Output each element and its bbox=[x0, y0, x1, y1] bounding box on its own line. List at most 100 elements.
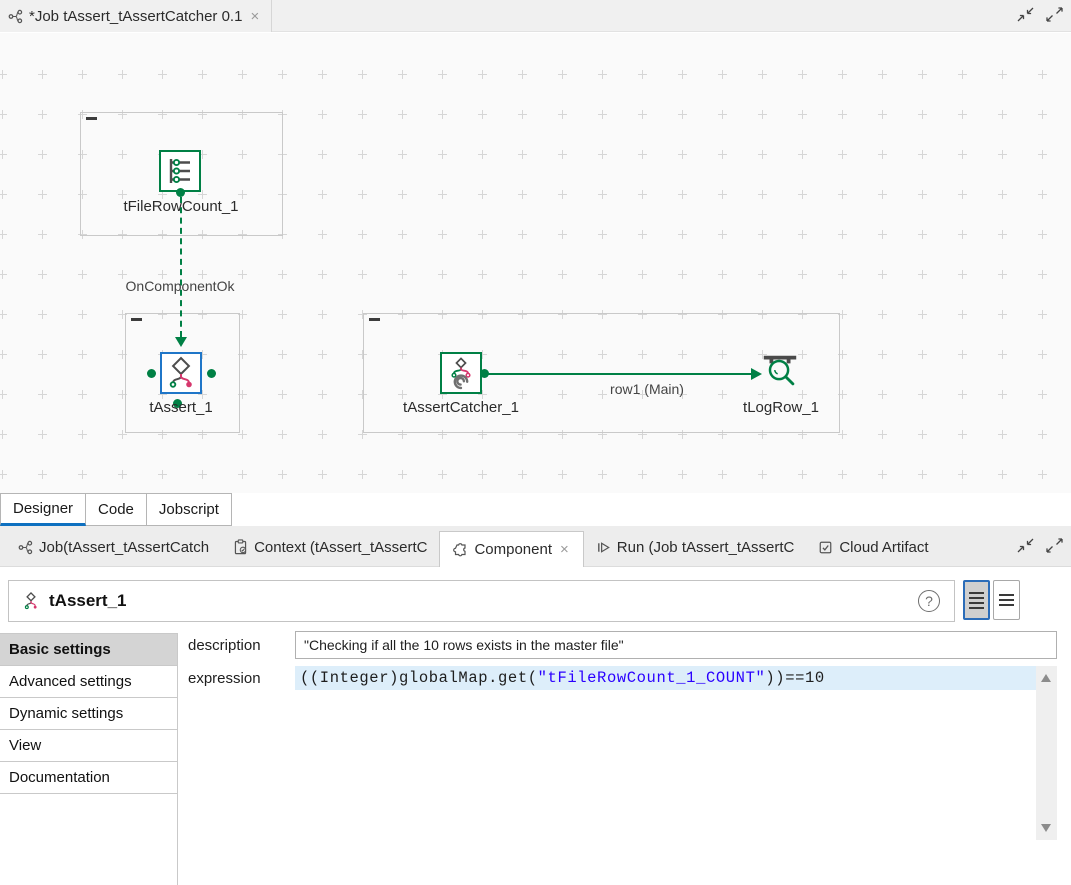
grid-cross bbox=[0, 110, 7, 119]
connector-dot[interactable] bbox=[207, 369, 216, 378]
component-label-tfilerowcount[interactable]: tFileRowCount_1 bbox=[123, 198, 239, 215]
menu-view[interactable]: View bbox=[0, 730, 177, 762]
tab-designer[interactable]: Designer bbox=[0, 493, 87, 526]
description-input[interactable] bbox=[295, 631, 1057, 659]
grid-cross bbox=[198, 310, 207, 319]
grid-cross bbox=[878, 150, 887, 159]
tab-run-view[interactable]: Run (Job tAssert_tAssertC bbox=[584, 527, 807, 567]
connector-dot[interactable] bbox=[173, 399, 182, 408]
tab-component-view[interactable]: Component × bbox=[439, 531, 584, 567]
selection-box-subjob[interactable] bbox=[363, 313, 840, 433]
tab-jobscript[interactable]: Jobscript bbox=[146, 493, 232, 526]
grid-cross bbox=[1038, 430, 1047, 439]
connection-row1[interactable] bbox=[488, 373, 753, 375]
description-label: description bbox=[188, 637, 261, 654]
component-settings-panel: tAssert_1 ? Basic settings Advanced sett… bbox=[0, 567, 1071, 885]
grid-cross bbox=[78, 270, 87, 279]
grid-cross bbox=[478, 470, 487, 479]
scroll-down-icon[interactable] bbox=[1041, 824, 1051, 832]
grid-cross bbox=[518, 390, 527, 399]
collapse-handle-icon[interactable] bbox=[86, 117, 97, 122]
grid-cross bbox=[38, 110, 47, 119]
grid-cross bbox=[518, 430, 527, 439]
tab-cloud-artifact[interactable]: Cloud Artifact bbox=[806, 527, 940, 567]
selection-box-tassert[interactable] bbox=[125, 313, 240, 433]
grid-cross bbox=[158, 230, 167, 239]
grid-cross bbox=[718, 110, 727, 119]
close-icon[interactable]: × bbox=[250, 7, 260, 25]
menu-basic-settings[interactable]: Basic settings bbox=[0, 634, 177, 666]
grid-cross bbox=[318, 190, 327, 199]
restore-icon[interactable] bbox=[1017, 538, 1034, 553]
grid-cross bbox=[918, 470, 927, 479]
menu-advanced-settings[interactable]: Advanced settings bbox=[0, 666, 177, 698]
view-mode-sparse-button[interactable] bbox=[993, 580, 1020, 620]
connector-dot[interactable] bbox=[480, 369, 489, 378]
restore-icon[interactable] bbox=[1017, 7, 1034, 22]
grid-cross bbox=[838, 70, 847, 79]
grid-cross bbox=[598, 70, 607, 79]
grid-cross bbox=[718, 350, 727, 359]
grid-cross bbox=[678, 470, 687, 479]
grid-cross bbox=[718, 70, 727, 79]
grid-cross bbox=[238, 470, 247, 479]
tab-job-view[interactable]: Job(tAssert_tAssertCatch bbox=[6, 527, 221, 567]
grid-cross bbox=[318, 110, 327, 119]
grid-cross bbox=[0, 350, 7, 359]
grid-cross bbox=[78, 70, 87, 79]
grid-cross bbox=[918, 430, 927, 439]
connection-oncomponentok[interactable] bbox=[180, 197, 182, 337]
help-icon[interactable]: ? bbox=[918, 590, 940, 612]
component-tfilerowcount[interactable] bbox=[159, 150, 201, 192]
grid-cross bbox=[558, 190, 567, 199]
menu-dynamic-settings[interactable]: Dynamic settings bbox=[0, 698, 177, 730]
grid-cross bbox=[558, 230, 567, 239]
grid-cross bbox=[638, 230, 647, 239]
grid-cross bbox=[318, 270, 327, 279]
connection-label-oncomponentok[interactable]: OnComponentOk bbox=[125, 278, 235, 294]
grid-cross bbox=[78, 470, 87, 479]
expression-scrollbar[interactable] bbox=[1036, 666, 1057, 840]
menu-documentation[interactable]: Documentation bbox=[0, 762, 177, 794]
grid-cross bbox=[838, 150, 847, 159]
grid-cross bbox=[398, 150, 407, 159]
tab-code[interactable]: Code bbox=[86, 493, 147, 526]
editor-window-controls bbox=[1017, 7, 1063, 22]
component-tassert[interactable] bbox=[160, 352, 202, 394]
maximize-icon[interactable] bbox=[1046, 7, 1063, 22]
grid-cross bbox=[718, 230, 727, 239]
connector-dot[interactable] bbox=[147, 369, 156, 378]
grid-cross bbox=[0, 470, 7, 479]
run-icon bbox=[597, 541, 610, 553]
grid-cross bbox=[798, 470, 807, 479]
grid-cross bbox=[478, 390, 487, 399]
grid-cross bbox=[878, 230, 887, 239]
grid-cross bbox=[798, 190, 807, 199]
grid-cross bbox=[0, 150, 7, 159]
grid-cross bbox=[238, 190, 247, 199]
view-mode-dense-button[interactable] bbox=[963, 580, 990, 620]
grid-cross bbox=[158, 110, 167, 119]
editor-tab-job[interactable]: *Job tAssert_tAssertCatcher 0.1 × bbox=[0, 0, 273, 32]
connection-label-row1[interactable]: row1 (Main) bbox=[610, 381, 684, 397]
component-tlogrow[interactable] bbox=[759, 350, 801, 392]
close-icon[interactable]: × bbox=[560, 541, 569, 558]
grid-cross bbox=[958, 110, 967, 119]
connector-dot[interactable] bbox=[176, 188, 185, 197]
component-label-tassertcatcher[interactable]: tAssertCatcher_1 bbox=[403, 399, 519, 416]
grid-cross bbox=[0, 230, 7, 239]
component-label-tlogrow[interactable]: tLogRow_1 bbox=[743, 399, 819, 416]
scroll-up-icon[interactable] bbox=[1041, 674, 1051, 682]
expression-editor[interactable]: ((Integer)globalMap.get("tFileRowCount_1… bbox=[295, 666, 1036, 840]
grid-cross bbox=[758, 470, 767, 479]
job-design-canvas[interactable]: OnComponentOk tFileRowCount_1 bbox=[0, 33, 1071, 493]
component-tassertcatcher[interactable] bbox=[440, 352, 482, 394]
tab-context-view[interactable]: Context (tAssert_tAssertC bbox=[221, 527, 439, 567]
collapse-handle-icon[interactable] bbox=[131, 318, 142, 323]
component-label-tassert[interactable]: tAssert_1 bbox=[149, 399, 213, 416]
grid-cross bbox=[118, 230, 127, 239]
collapse-handle-icon[interactable] bbox=[369, 318, 380, 323]
maximize-icon[interactable] bbox=[1046, 538, 1063, 553]
grid-cross bbox=[638, 70, 647, 79]
editor-tabbar: *Job tAssert_tAssertCatcher 0.1 × bbox=[0, 0, 1071, 32]
